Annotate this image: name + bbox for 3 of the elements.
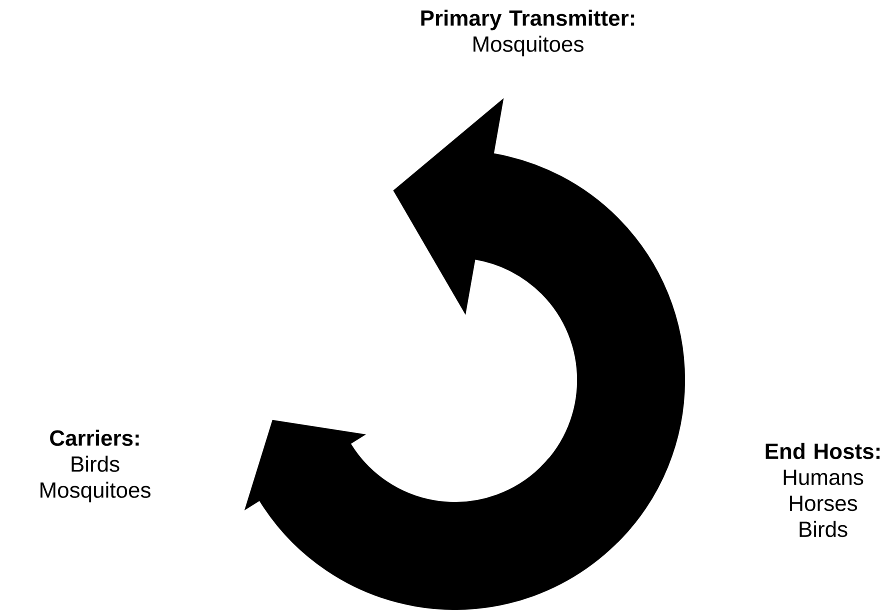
text-label: Primary Transmitter: Mosquitoes — [421, 10, 634, 56]
text-label: End Hosts: Humans Horses Birds — [766, 442, 880, 538]
text-label: Carriers: Birds Mosquitoes — [40, 430, 150, 502]
